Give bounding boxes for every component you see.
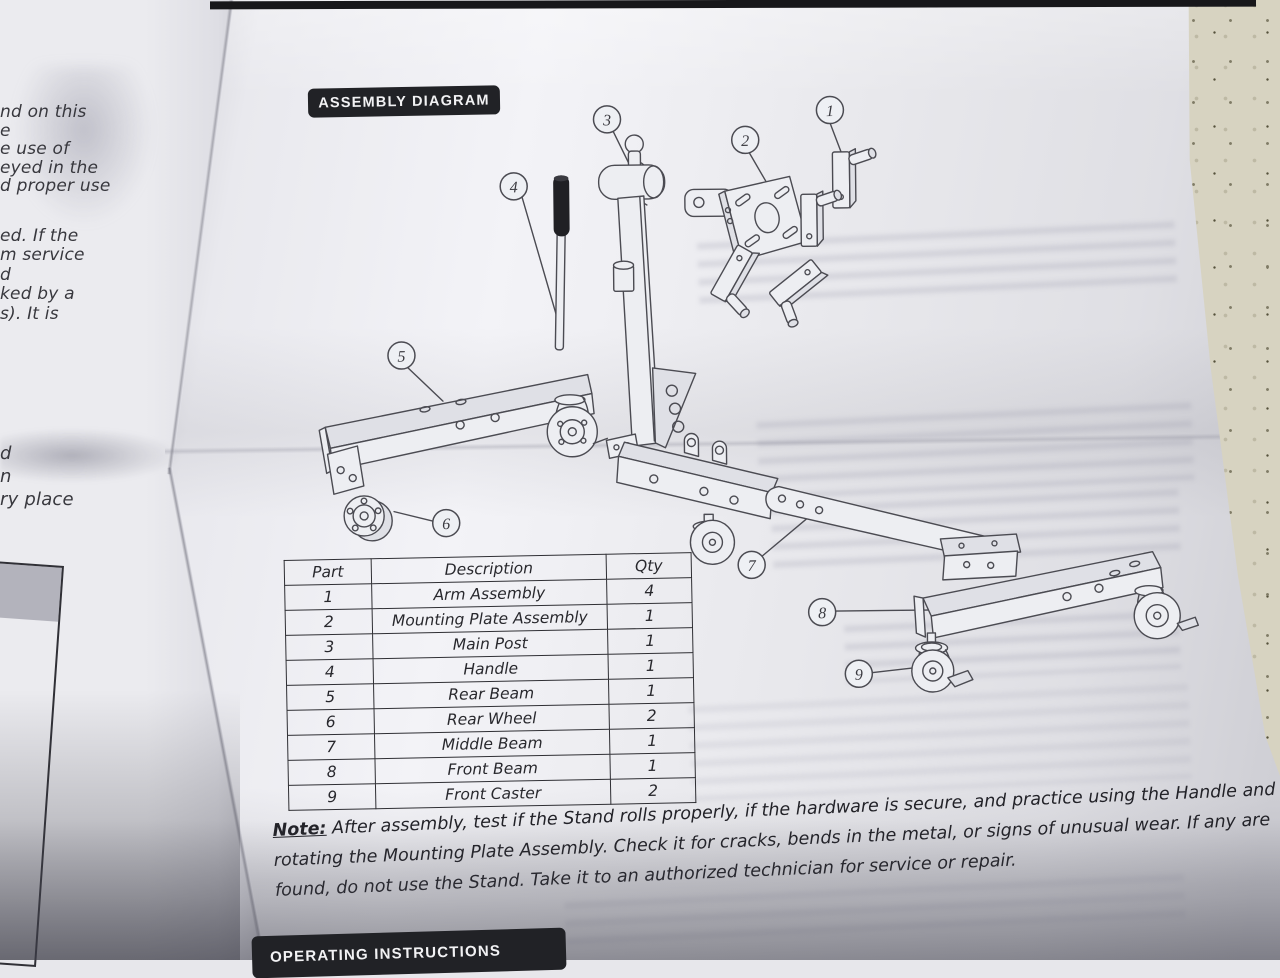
svg-text:7: 7 (748, 558, 757, 575)
table-cell: 1 (609, 752, 696, 780)
svg-text:8: 8 (818, 605, 826, 622)
callout-3: 3 (592, 105, 622, 134)
table-cell: 5 (286, 683, 375, 711)
main-post-drawing-part-3 (597, 134, 697, 449)
svg-text:5: 5 (397, 349, 405, 366)
table-cell: 2 (608, 702, 695, 730)
front-caster-drawing-part-9 (911, 632, 974, 693)
svg-text:2: 2 (741, 133, 749, 150)
left-page-text-line: eyed in the (0, 157, 99, 178)
mounting-plate-drawing-part-2 (684, 175, 808, 264)
table-cell: 3 (285, 633, 374, 661)
table-cell: 1 (607, 652, 694, 680)
svg-text:9: 9 (855, 667, 863, 684)
svg-text:4: 4 (510, 179, 518, 196)
operating-instructions-header: OPERATING INSTRUCTIONS (251, 927, 567, 978)
svg-text:3: 3 (602, 112, 611, 129)
left-page-text-line: e use of (0, 139, 70, 160)
assembly-diagram-header: ASSEMBLY DIAGRAM (307, 85, 501, 118)
arm-assembly-drawing-part-1 (710, 147, 877, 328)
callout-5: 5 (387, 341, 416, 370)
callout-badges: 1 2 3 4 5 6 7 8 9 (387, 95, 874, 689)
rear-wheel-drawing-part-6 (343, 495, 393, 542)
left-page-text-line: d proper use (0, 176, 111, 197)
bleed-through-logo (14, 66, 154, 226)
callout-4: 4 (499, 172, 528, 201)
table-cell: 8 (287, 758, 376, 786)
left-page-text-line: e (0, 120, 11, 141)
table-cell: 1 (607, 627, 693, 655)
left-page-text-line: s). It is (0, 303, 59, 324)
front-beam-drawing-part-8 (913, 550, 1200, 640)
column-header-part: Part (284, 558, 372, 586)
handle-drawing-part-4 (553, 175, 570, 351)
table-cell: 4 (606, 577, 693, 605)
left-page-text-line: m service (0, 245, 85, 266)
table-cell: 1 (284, 583, 373, 611)
left-page-text-line: ked by a (0, 284, 75, 305)
table-cell: 7 (287, 733, 375, 761)
table-cell: 2 (285, 608, 373, 636)
left-page-text-line: d (0, 443, 12, 464)
callout-8: 8 (807, 597, 837, 627)
exploded-assembly-diagram: 1 2 3 4 5 6 7 8 9 (318, 95, 1200, 693)
left-page-text-line: d (0, 264, 11, 285)
paper-wrinkle (0, 428, 180, 483)
left-page-text-line: ed. If the (0, 226, 79, 246)
svg-text:6: 6 (442, 516, 450, 533)
callout-1: 1 (815, 95, 845, 125)
callout-6: 6 (431, 508, 461, 538)
rear-beam-drawing-part-5 (318, 373, 609, 495)
left-page-text-line: nd on this (0, 102, 87, 122)
callout-7: 7 (737, 550, 766, 580)
table-cell: 1 (609, 727, 695, 755)
table-cell: 9 (288, 783, 376, 811)
svg-text:1: 1 (826, 103, 834, 120)
table-cell: 1 (607, 602, 693, 630)
table-cell: 4 (286, 658, 374, 686)
table-cell: 1 (608, 677, 694, 705)
note-label: Note: (272, 818, 327, 841)
middle-beam-drawing-part-7 (765, 485, 1022, 581)
table-cell: 6 (287, 708, 375, 736)
column-header-qty: Qty (606, 552, 692, 580)
left-page-table-header-band (0, 560, 62, 622)
left-page-text-line: ry place (0, 489, 74, 510)
callout-9: 9 (844, 659, 874, 689)
callout-2: 2 (730, 125, 760, 155)
left-page-text-line: n (0, 466, 12, 487)
post-base-drawing (605, 432, 779, 565)
